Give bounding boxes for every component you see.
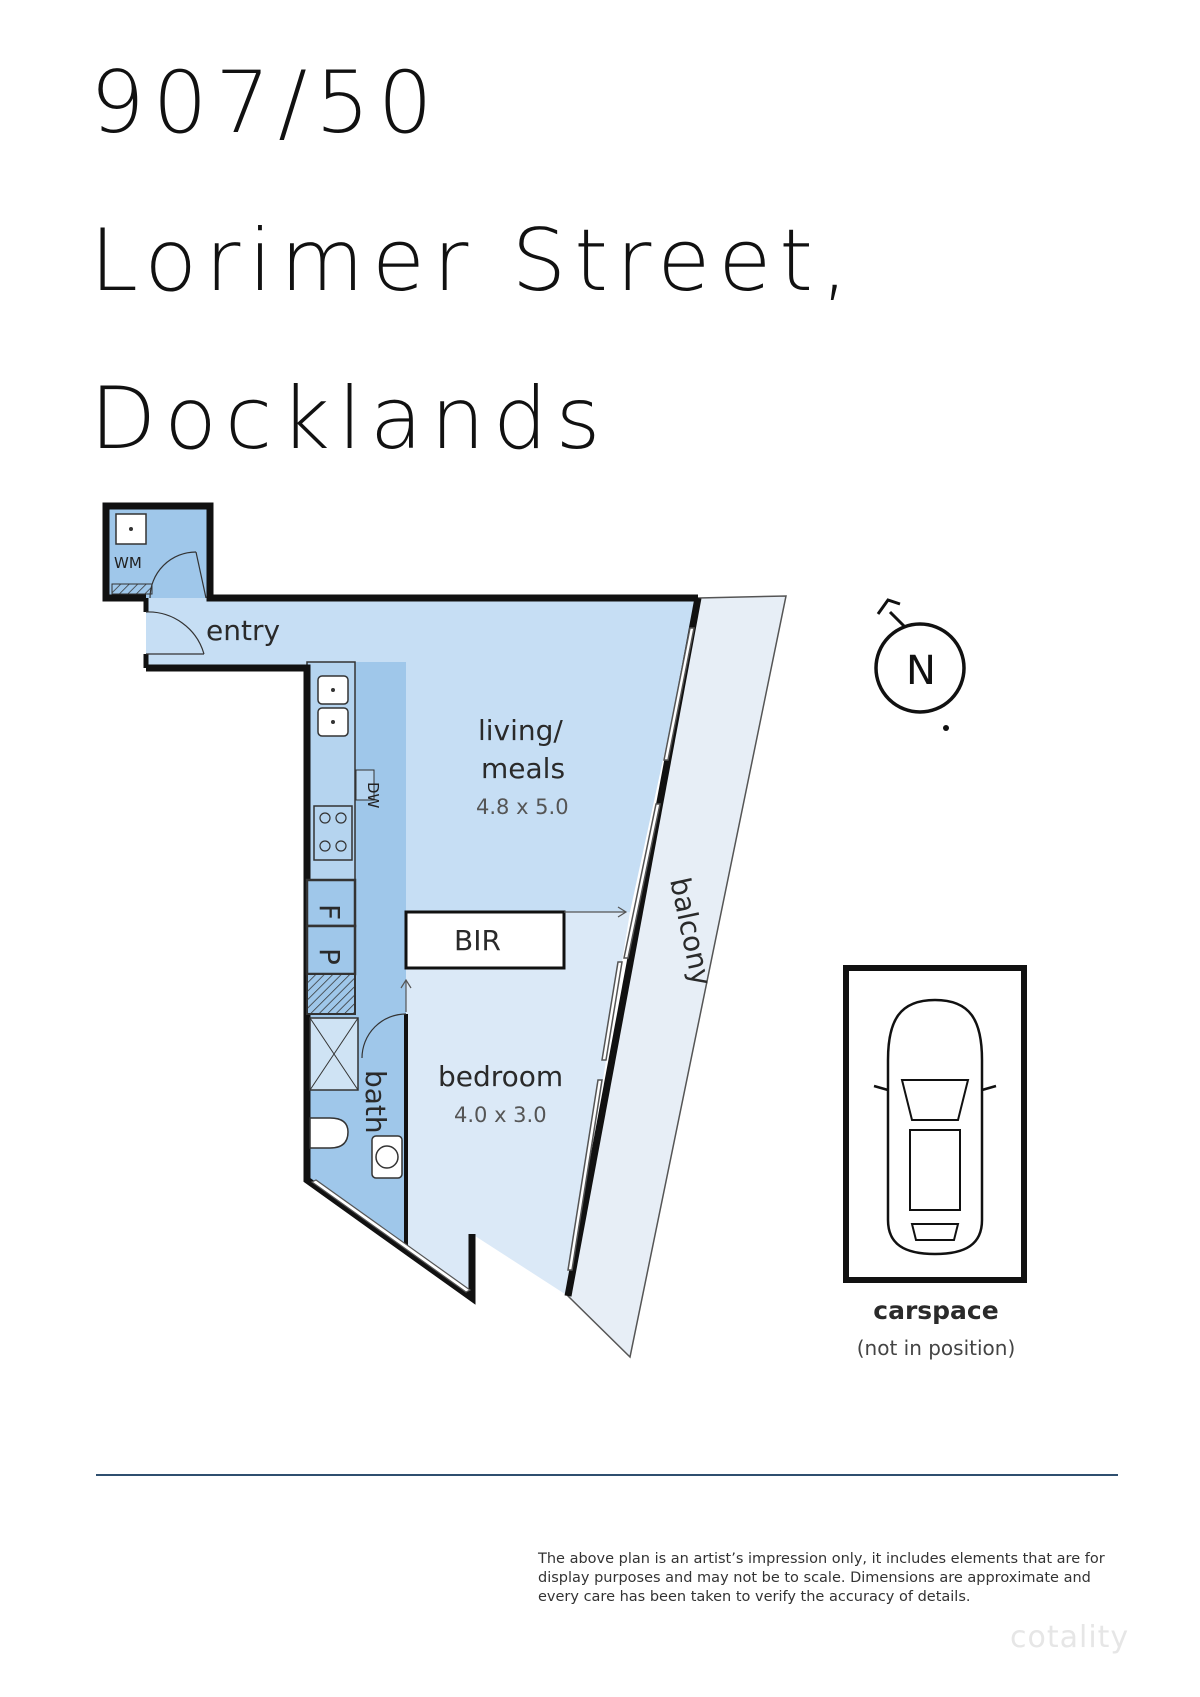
hatched-cupboard	[306, 973, 356, 1015]
wm-label: WM	[114, 554, 142, 572]
bir-box	[404, 910, 566, 970]
carspace-box	[843, 965, 1027, 1283]
fridge-label: F	[313, 904, 346, 920]
toilet	[309, 1117, 349, 1149]
bedroom-label: bedroom	[438, 1060, 563, 1093]
car-icon	[886, 998, 984, 1256]
dw-label: DW	[364, 782, 382, 809]
pantry-label: P	[313, 948, 346, 965]
entry-label: entry	[206, 614, 280, 647]
living-label-1: living/	[478, 714, 563, 747]
address-line-2: Lorimer Street,	[90, 211, 857, 311]
bath-label: bath	[359, 1070, 392, 1134]
cooktop	[313, 805, 353, 861]
north-compass: N	[874, 598, 966, 731]
living-dimensions: 4.8 x 5.0	[476, 795, 569, 819]
address-line-3: Docklands	[90, 369, 609, 469]
divider-line	[96, 1474, 1118, 1476]
living-area	[146, 598, 698, 912]
carspace-note: (not in position)	[856, 1336, 1016, 1360]
bedroom-dimensions: 4.0 x 3.0	[454, 1103, 547, 1127]
bir-label: BIR	[454, 924, 501, 957]
bedroom-area	[406, 912, 630, 1298]
basin	[375, 1145, 399, 1169]
address-line-1: 907/50	[90, 53, 441, 153]
compass-n: N	[906, 648, 936, 694]
living-label-2: meals	[481, 752, 565, 785]
disclaimer-text: The above plan is an artist’s impression…	[538, 1551, 1105, 1605]
balcony-windows	[567, 627, 695, 1271]
carspace-label: carspace	[873, 1296, 999, 1325]
watermark-logo: cotality	[1010, 1620, 1130, 1655]
dishwasher	[355, 769, 375, 801]
